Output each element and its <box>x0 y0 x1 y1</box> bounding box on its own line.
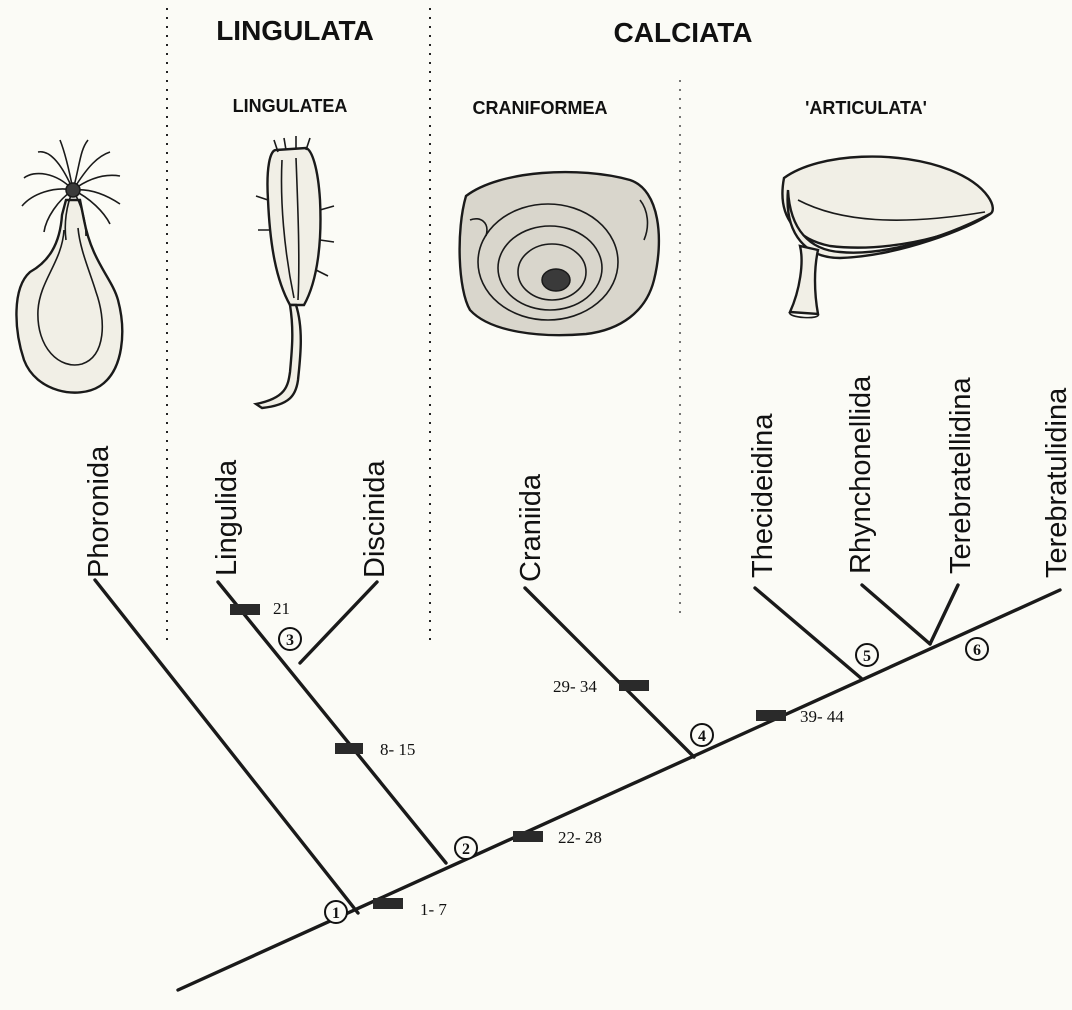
branch-craniida <box>525 588 694 757</box>
taxon-terebratellidina: Terebratellidina <box>945 376 977 574</box>
character-bar-39-44 <box>756 710 786 721</box>
group-calciata: CALCIATA <box>614 17 753 48</box>
character-label-1-7: 1- 7 <box>420 900 447 919</box>
character-label-22-28: 22- 28 <box>558 828 602 847</box>
taxon-thecideidina: Thecideidina <box>747 413 779 578</box>
branch-discinida <box>300 582 377 663</box>
svg-text:3: 3 <box>286 632 294 649</box>
svg-text:6: 6 <box>973 642 981 659</box>
branch-lingulida <box>218 582 446 863</box>
articulate-illustration <box>782 157 992 318</box>
node-5: 5 <box>856 644 878 666</box>
group-lingulata: LINGULATA <box>216 15 374 46</box>
subgroup-articulata: 'ARTICULATA' <box>805 98 927 118</box>
branch-thecideidina <box>755 588 862 679</box>
subgroup-craniformea: CRANIFORMEA <box>473 98 608 118</box>
character-bar-1-7 <box>373 898 403 909</box>
character-bar-22-28 <box>513 831 543 842</box>
node-2: 2 <box>455 837 477 859</box>
crania-illustration <box>460 172 659 335</box>
character-bar-21 <box>230 604 260 615</box>
taxon-rhynchonellida: Rhynchonellida <box>845 375 877 574</box>
node-6: 6 <box>966 638 988 660</box>
branch-rhynchonellida <box>862 585 930 644</box>
taxon-phoronida: Phoronida <box>83 445 115 578</box>
node-1: 1 <box>325 901 347 923</box>
character-bar-29-34 <box>619 680 649 691</box>
taxon-lingulida: Lingulida <box>211 459 243 576</box>
node-3: 3 <box>279 628 301 650</box>
phoronid-illustration <box>16 140 122 393</box>
svg-text:1: 1 <box>332 905 340 922</box>
svg-text:5: 5 <box>863 648 871 665</box>
character-label-29-34: 29- 34 <box>553 677 597 696</box>
branch-terebratellidina <box>930 585 958 644</box>
character-bar-8-15 <box>335 743 363 754</box>
character-label-21: 21 <box>273 599 290 618</box>
character-label-39-44: 39- 44 <box>800 707 844 726</box>
character-label-8-15: 8- 15 <box>380 740 415 759</box>
svg-text:4: 4 <box>698 728 706 745</box>
branch-phoronida <box>95 580 358 913</box>
taxon-discinida: Discinida <box>359 459 391 578</box>
svg-text:2: 2 <box>462 841 470 858</box>
node-4: 4 <box>691 724 713 746</box>
taxon-craniida: Craniida <box>515 473 547 582</box>
taxon-terebratulidina: Terebratulidina <box>1041 387 1072 578</box>
lingula-illustration <box>256 136 334 408</box>
subgroup-lingulatea: LINGULATEA <box>233 96 348 116</box>
